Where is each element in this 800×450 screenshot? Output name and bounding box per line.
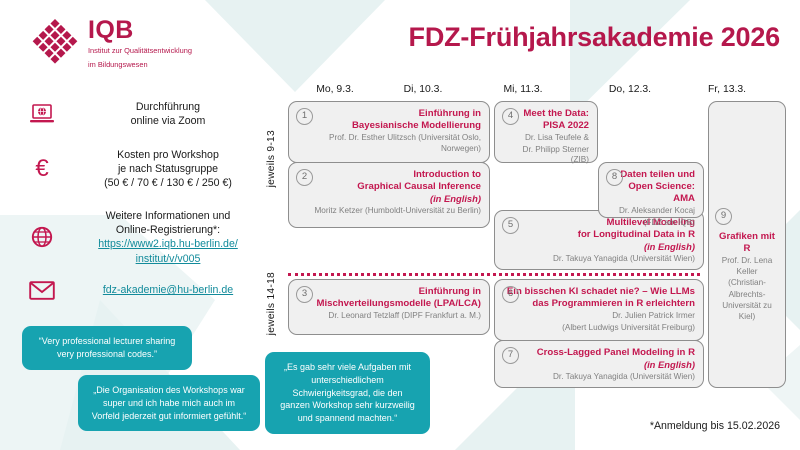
workshop-title-1a: Einführung in — [418, 108, 481, 119]
globe-icon — [22, 225, 62, 249]
day-header-mi: Mi, 11.3. — [503, 84, 543, 95]
costs-line-2: je nach Statusgruppe — [117, 163, 219, 176]
page-title: FDZ-Frühjahrsakademie 2026 — [408, 22, 781, 52]
workshop-presenter-9d: Universität zu Kiel) — [722, 301, 772, 321]
workshop-title-3a: Einführung in — [418, 286, 481, 297]
registration-link-part1[interactable]: https://www2.iqb.hu-berlin.de/ — [98, 238, 238, 251]
workshop-title-1b: Bayesianische Modellierung — [351, 120, 481, 132]
workshop-number-2: 2 — [296, 169, 313, 186]
info-text-email: fdz-akademie@hu-berlin.de — [62, 283, 274, 297]
workshop-card-4[interactable]: 4 Meet the Data: PISA 2022 Dr. Lisa Teuf… — [494, 101, 598, 165]
workshop-language-7: (in English) — [643, 359, 695, 371]
workshop-presenter-9a: Prof. Dr. Lena Keller — [721, 256, 773, 276]
delivery-line-1: Durchführung — [135, 101, 201, 113]
testimonial-text-1: “Very professional lecturer sharing very… — [38, 336, 176, 359]
workshop-presenter-9b: (Christian- — [728, 278, 766, 288]
workshop-presenter-5: Dr. Takuya Yanagida (Universität Wien) — [553, 254, 695, 264]
workshop-title-7a: Cross-Lagged Panel Modeling in R — [536, 347, 695, 358]
workshop-number-8: 8 — [606, 169, 623, 186]
workshop-number-6: 6 — [502, 286, 519, 303]
workshop-title-4a: Meet the Data: — [523, 108, 589, 119]
workshop-title-8b: Open Science: AMA — [628, 181, 695, 205]
workshop-number-9: 9 — [715, 208, 732, 225]
workshop-card-8[interactable]: 8 Daten teilen und Open Science: AMA Dr.… — [598, 162, 704, 227]
envelope-icon — [22, 281, 62, 300]
laptop-globe-icon — [22, 103, 62, 125]
workshop-title-8a: Daten teilen und — [620, 169, 695, 180]
workshop-title-5a: Multilevel Modeling — [606, 217, 695, 228]
testimonial-bubble-3: „Es gab sehr viele Aufgaben mit untersch… — [265, 352, 430, 434]
workshop-number-1: 1 — [296, 108, 313, 125]
info-item-costs: € Kosten pro Workshop je nach Statusgrup… — [22, 148, 274, 191]
workshop-number-3: 3 — [296, 286, 313, 303]
workshop-card-1[interactable]: 1 Einführung in Bayesianische Modellieru… — [288, 101, 490, 163]
registration-line-2: Online-Registrierung*: — [115, 224, 221, 237]
workshop-presenter-1: Prof. Dr. Esther Ulitzsch (Universität O… — [329, 133, 481, 153]
logo-wordmark: IQB — [88, 16, 134, 44]
workshop-presenter-7: Dr. Takuya Yanagida (Universität Wien) — [553, 372, 695, 382]
email-link[interactable]: fdz-akademie@hu-berlin.de — [102, 284, 234, 297]
workshop-number-7: 7 — [502, 347, 519, 364]
registration-link-part2[interactable]: institut/v/v005 — [135, 252, 201, 265]
day-header-di: Di, 10.3. — [403, 84, 443, 95]
workshop-card-6[interactable]: 6 Ein bisschen KI schadet nie? – Wie LLM… — [494, 279, 704, 341]
iqb-logo: IQB Institut zur Qualitätsentwicklung im… — [28, 16, 192, 70]
workshop-title-6a: Ein bisschen KI schadet nie? – Wie LLMs — [506, 286, 695, 297]
testimonial-bubble-1: “Very professional lecturer sharing very… — [22, 326, 192, 370]
workshop-presenter-3: Dr. Leonard Tetzlaff (DIPF Frankfurt a. … — [328, 311, 481, 321]
delivery-line-2: online via Zoom — [130, 115, 206, 128]
info-text-delivery: Durchführung online via Zoom — [62, 100, 274, 128]
logo-subtitle-line2: im Bildungswesen — [88, 59, 148, 69]
workshop-language-2: (in English) — [429, 193, 481, 205]
workshop-card-3[interactable]: 3 Einführung in Mischverteilungsmodelle … — [288, 279, 490, 335]
workshop-title-6b: das Programmieren in R erleichtern — [532, 298, 695, 310]
workshop-title-2b: Graphical Causal Inference — [357, 181, 481, 193]
workshop-number-4: 4 — [502, 108, 519, 125]
info-text-costs: Kosten pro Workshop je nach Statusgruppe… — [62, 148, 274, 191]
registration-deadline-note: *Anmeldung bis 15.02.2026 — [649, 420, 780, 432]
testimonial-text-2: „Die Organisation des Workshops war supe… — [91, 385, 247, 421]
info-item-registration: Weitere Informationen und Online-Registr… — [22, 209, 274, 266]
testimonial-text-3: „Es gab sehr viele Aufgaben mit untersch… — [280, 362, 415, 424]
workshop-title-9a: Grafiken mit R — [719, 231, 775, 255]
day-header-do: Do, 12.3. — [608, 84, 652, 95]
session-divider — [288, 273, 700, 276]
info-text-registration: Weitere Informationen und Online-Registr… — [62, 209, 274, 266]
workshop-presenter-4b: Dr. Philipp Sterner (ZIB) — [522, 144, 589, 165]
registration-line-1: Weitere Informationen und — [105, 210, 231, 222]
workshop-title-2a: Introduction to — [413, 169, 481, 180]
workshop-presenter-8b: (FDZ am IQB) — [643, 217, 695, 227]
workshop-card-7[interactable]: 7 Cross-Lagged Panel Modeling in R (in E… — [494, 340, 704, 388]
logo-subtitle-line1: Institut zur Qualitätsentwicklung — [88, 46, 192, 55]
workshop-number-5: 5 — [502, 217, 519, 234]
info-item-email: fdz-akademie@hu-berlin.de — [22, 281, 274, 300]
workshop-language-5: (in English) — [643, 241, 695, 253]
workshop-card-2[interactable]: 2 Introduction to Graphical Causal Infer… — [288, 162, 490, 228]
costs-line-1: Kosten pro Workshop — [117, 149, 219, 161]
testimonial-bubble-2: „Die Organisation des Workshops war supe… — [78, 375, 260, 432]
workshop-presenter-6b: (Albert Ludwigs Universität Freiburg) — [562, 322, 695, 332]
workshop-title-4b: PISA 2022 — [542, 120, 589, 132]
iqb-logo-mark — [28, 16, 82, 70]
day-header-mo: Mo, 9.3. — [316, 84, 354, 95]
time-label-morning: jeweils 9-13 — [266, 130, 277, 188]
info-item-delivery: Durchführung online via Zoom — [22, 100, 274, 128]
workshop-presenter-8a: Dr. Aleksander Kocaj — [618, 206, 695, 216]
time-label-afternoon: jeweils 14-18 — [266, 272, 277, 336]
euro-icon: € — [35, 155, 49, 183]
workshop-card-9[interactable]: 9 Grafiken mit R Prof. Dr. Lena Keller (… — [708, 101, 786, 388]
costs-line-3: (50 € / 70 € / 130 € / 250 €) — [104, 177, 232, 190]
workshop-title-3b: Mischverteilungsmodelle (LPA/LCA) — [316, 298, 481, 310]
workshop-presenter-6a: Dr. Julien Patrick Irmer — [612, 311, 695, 321]
workshop-presenter-4a: Dr. Lisa Teufele & — [524, 133, 589, 143]
workshop-presenter-9c: Albrechts- — [728, 289, 766, 299]
day-header-fr: Fr, 13.3. — [707, 84, 747, 95]
workshop-presenter-2: Moritz Ketzer (Humboldt-Universität zu B… — [314, 206, 481, 216]
workshop-title-5b: for Longitudinal Data in R — [577, 229, 695, 241]
